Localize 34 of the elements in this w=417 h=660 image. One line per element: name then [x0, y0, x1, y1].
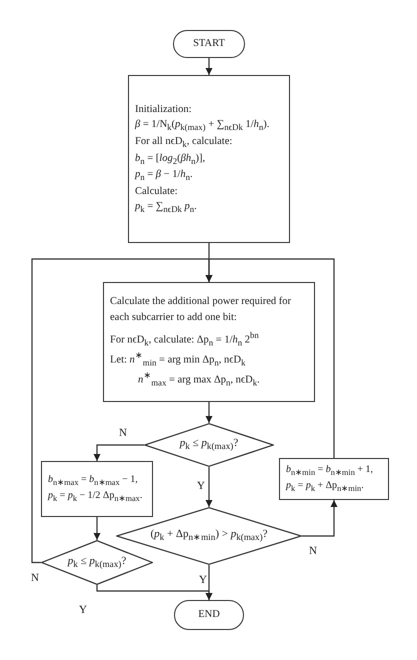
formula-text: p$_{k}$ = p$_{k}$ − 1/2 Δp$_{n∗max}$. — [48, 489, 144, 505]
arrow — [302, 500, 338, 537]
formula-text: For all nϵD$_{k}$, calculate: — [135, 134, 234, 151]
formula-text: Calculate the additional power required for each subcarrier to add one bit: — [110, 295, 292, 325]
arrow — [206, 402, 212, 423]
arrow — [96, 585, 212, 600]
formula-text: p$_{k}$ ≤ p$_{k(max)}$? — [68, 554, 126, 571]
formula-text: b$_{n∗min}$ = b$_{n∗min}$ + 1, — [286, 462, 374, 479]
formula-text: β = 1/N$_{k}$(p$_{k(max)}$ + ∑$_{nϵDk}$ 1/h$_{n}$). — [135, 118, 270, 134]
formula-text: Calculate: — [135, 185, 179, 200]
formula-text: For nϵD$_{k}$, calculate: Δp$_{n}$ = 1/h$_{n}$ 2$^{bn}$ — [110, 328, 260, 350]
formula-text: p$_{k}$ = ∑$_{nϵDk}$ p$_{n}$. — [135, 200, 198, 216]
arrow — [206, 58, 212, 75]
formula-text: n$^{∗}$$_{max}$ = arg max Δp$_{n}$, nϵD$_{k}$. — [137, 369, 261, 390]
formula-text: Initialization: — [135, 102, 193, 117]
formula-text: p$_{k}$ = p$_{k}$ + Δp$_{n∗min}$. — [286, 479, 365, 495]
process-box — [279, 458, 389, 500]
terminal-label: START — [193, 37, 225, 52]
arrow — [94, 444, 144, 461]
formula-text: p$_{k}$ ≤ p$_{k(max)}$? — [180, 436, 238, 454]
process-box — [41, 461, 153, 517]
arrow — [206, 258, 335, 458]
formula-text: Let: n$^{∗}$$_{min}$ = arg min Δp$_{n}$, nϵD$_{k}$ — [110, 349, 246, 370]
process-box — [128, 75, 290, 243]
terminal-box — [174, 600, 244, 630]
arrow — [94, 517, 100, 540]
arrow — [206, 467, 212, 507]
formula-text: p$_{n}$ = β − 1/h$_{n}$. — [135, 168, 194, 184]
terminal-box — [173, 30, 245, 58]
terminal-label: END — [198, 608, 220, 622]
formula-text: b$_{n}$ = [log$_{2}$(βh$_{n}$)], — [135, 152, 206, 168]
process-box — [103, 282, 315, 402]
formula-text: b$_{n∗max}$ = b$_{n∗max}$ − 1, — [48, 472, 139, 489]
formula-text: (p$_{k}$ + Δp$_{n∗min}$) > p$_{k(max)}$? — [150, 527, 268, 544]
